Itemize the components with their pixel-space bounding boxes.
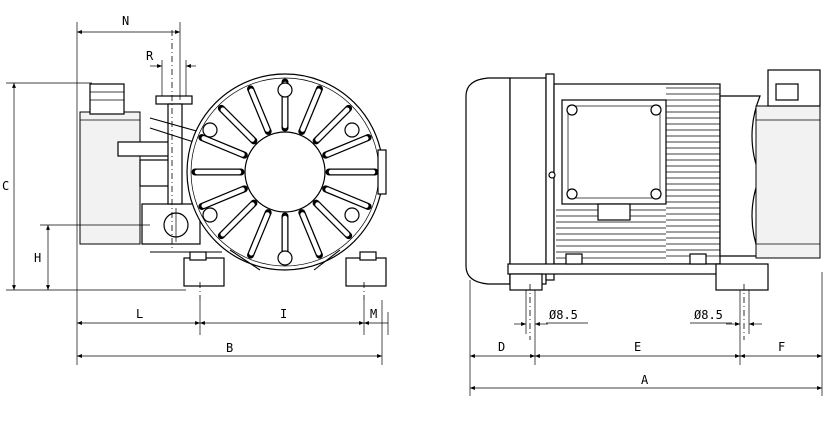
bolt-head [277,82,293,98]
bolt-head [277,250,293,266]
fan-rib-inner [249,88,270,132]
right-view: Ø8.5 Ø8.5 D E F A [465,69,823,396]
fan-rib-inner [249,212,270,256]
dim-label-f: F [778,340,785,354]
pump-head [719,69,821,259]
dim-label-c: C [2,179,9,193]
fan-rib-inner [201,187,245,208]
fan-rib-inner [220,107,255,142]
dim-label-i: I [280,307,287,321]
fan-rib-inner [300,88,321,132]
motor-body [548,83,721,265]
bolt-head [344,207,360,223]
bolt-head [202,122,218,138]
fan-rib-inner [220,202,255,237]
fan-rib-inner [315,202,350,237]
motor-feet [150,249,387,287]
hole-label-right: Ø8.5 [694,308,723,322]
dim-label-m: M [370,307,377,321]
fan-rib-inner [300,212,321,256]
fan-rib-inner [325,136,369,157]
bolt-head [344,122,360,138]
side-housing [79,83,201,245]
fan-rib-inner [325,187,369,208]
dim-label-e: E [634,340,641,354]
fan-rib-inner [201,136,245,157]
dim-label-d: D [498,340,505,354]
fan-ribs [191,78,379,266]
end-cover [465,77,511,285]
dim-label-r: R [146,49,154,63]
dim-label-b: B [226,341,233,355]
fan-cover [186,73,387,271]
dim-label-a: A [641,373,649,387]
dim-label-h: H [34,251,41,265]
base-feet [507,253,769,291]
dim-label-l: L [136,307,143,321]
hole-label-left: Ø8.5 [549,308,578,322]
terminal-box [561,99,667,205]
dim-label-n: N [122,14,129,28]
fan-rib-inner [315,107,350,142]
bolt-head [202,207,218,223]
left-view: N R C H L I M B [2,14,389,365]
